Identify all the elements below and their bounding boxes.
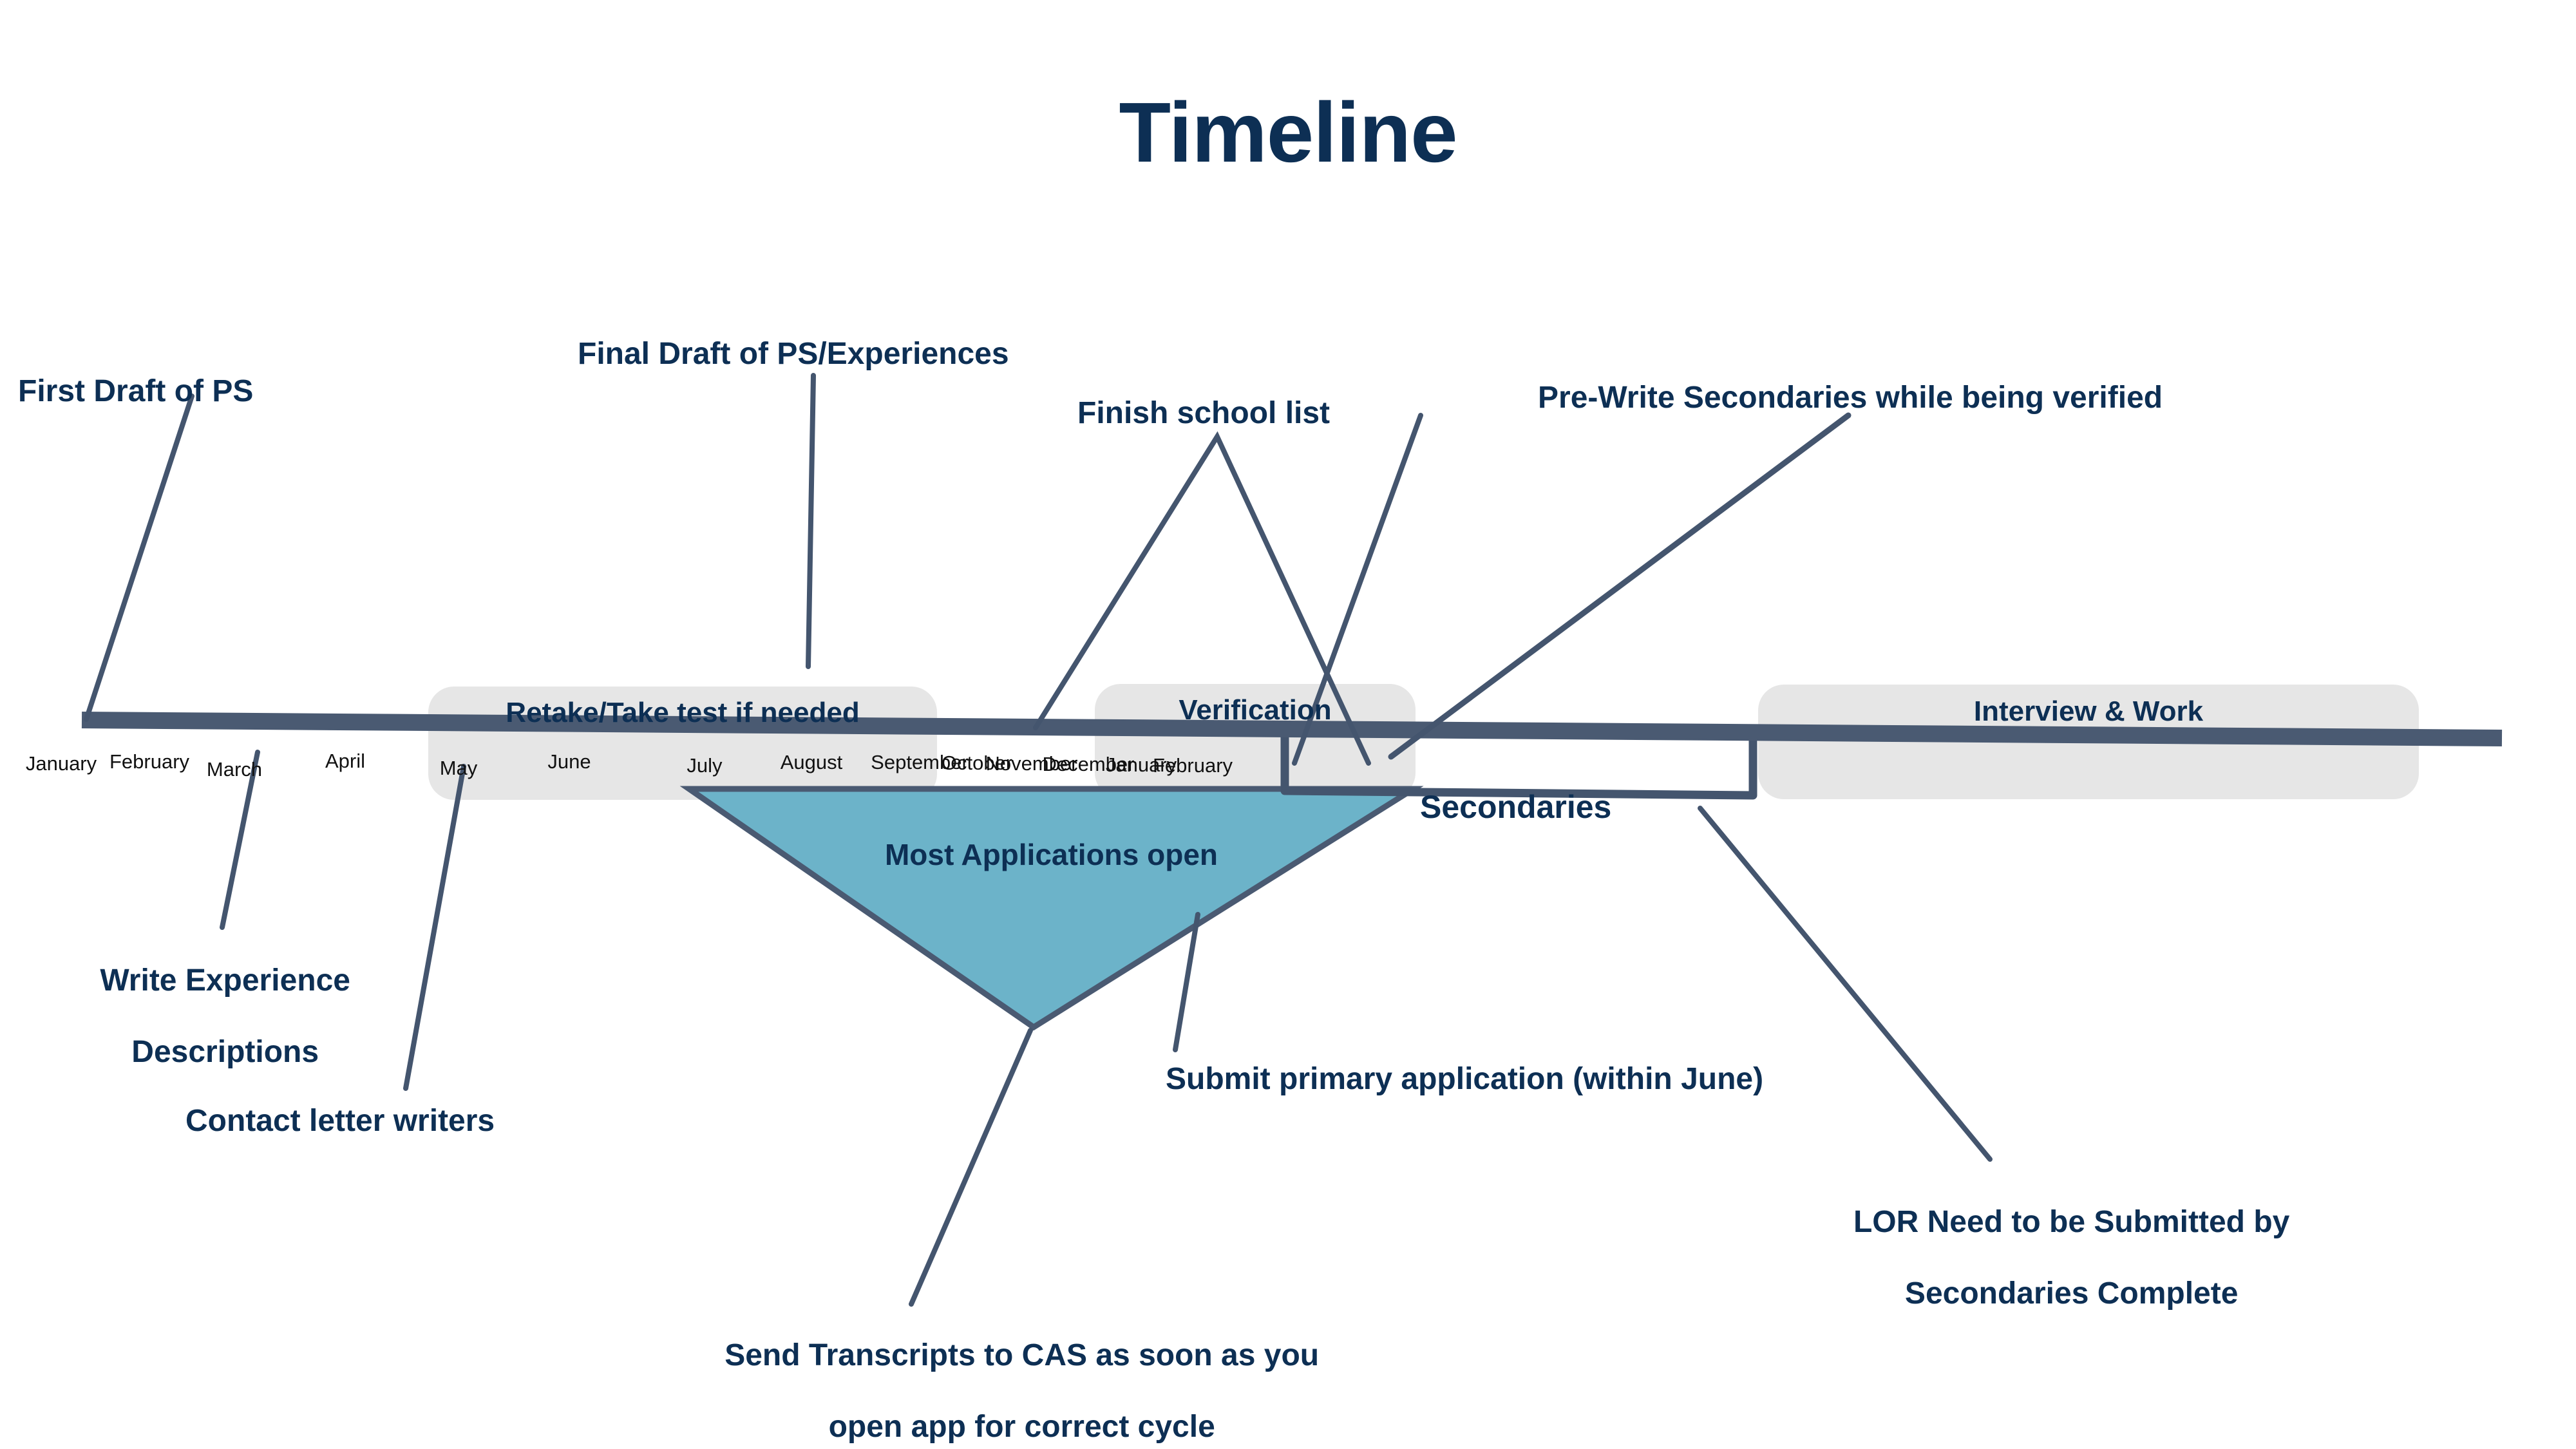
annotation-finish-school-list: Finish school list: [1077, 396, 1331, 430]
annotation-send-transcripts-line1: Send Transcripts to CAS as soon as you: [724, 1338, 1320, 1373]
annotation-write-experience: Write Experience Descriptions: [63, 927, 353, 1105]
applications-open-triangle: [679, 786, 1424, 1031]
phase-box-verification: [1095, 684, 1416, 799]
leader-send-transcripts: [909, 1028, 1033, 1307]
month-label-august: August: [780, 751, 843, 773]
month-label-january-1: January: [25, 752, 97, 775]
page-title: Timeline: [1119, 85, 1457, 180]
leader-first-draft-ps: [84, 393, 194, 722]
month-label-february-1: February: [109, 750, 190, 773]
annotation-lor-submitted-line2: Secondaries Complete: [1904, 1276, 2239, 1311]
leader-submit-primary: [1173, 912, 1200, 1052]
month-label-april: April: [325, 750, 365, 772]
leader-final-draft-ps: [806, 373, 816, 669]
month-label-january-2: January: [1105, 753, 1177, 776]
month-label-july: July: [687, 754, 723, 777]
annotation-pre-write-secondaries: Pre-Write Secondaries while being verifi…: [1538, 381, 2163, 415]
triangle-label-applications-open: Most Applications open: [884, 838, 1218, 871]
annotation-contact-letter-writers: Contact letter writers: [185, 1104, 495, 1138]
phase-label-interview-work: Interview & Work: [1973, 696, 2204, 727]
month-label-october: October: [941, 752, 1013, 774]
annotation-write-experience-line1: Write Experience: [100, 963, 350, 998]
phase-label-verification: Verification: [1179, 694, 1332, 726]
annotation-lor-submitted: LOR Need to be Submitted by Secondaries …: [1797, 1169, 2312, 1347]
month-label-may: May: [439, 757, 478, 779]
month-label-november: November: [985, 752, 1078, 775]
leader-pre-write-secondaries-fix: [1388, 412, 1852, 760]
leader-lor-submitted: [1698, 806, 1993, 1162]
phase-label-retake: Retake/Take test if needed: [506, 697, 860, 728]
leader-finish-school-list: [1033, 431, 1371, 766]
annotation-final-draft-ps: Final Draft of PS/Experiences: [578, 337, 1009, 371]
leader-contact-letter-writers: [403, 764, 466, 1091]
month-label-february-2: February: [1152, 754, 1233, 777]
month-label-march: March: [206, 758, 263, 781]
secondaries-bracket: [1280, 732, 1757, 800]
bracket-label-secondaries: Secondaries: [1420, 789, 1612, 825]
annotation-write-experience-line2: Descriptions: [131, 1034, 319, 1069]
leader-write-experience: [220, 750, 260, 930]
annotation-send-transcripts-line2: open app for correct cycle: [828, 1409, 1215, 1444]
phase-box-retake: [428, 687, 937, 800]
annotation-send-transcripts: Send Transcripts to CAS as soon as you o…: [663, 1302, 1346, 1449]
leader-pre-write-secondaries: [1292, 413, 1423, 766]
month-label-december: December: [1042, 753, 1135, 775]
timeline-bar: [81, 712, 2503, 746]
annotation-lor-submitted-line1: LOR Need to be Submitted by: [1853, 1205, 2290, 1240]
annotation-first-draft-ps: First Draft of PS: [18, 374, 254, 408]
annotation-submit-primary: Submit primary application (within June): [1166, 1062, 1764, 1096]
month-label-september: September: [871, 751, 969, 773]
month-label-june: June: [547, 750, 591, 773]
